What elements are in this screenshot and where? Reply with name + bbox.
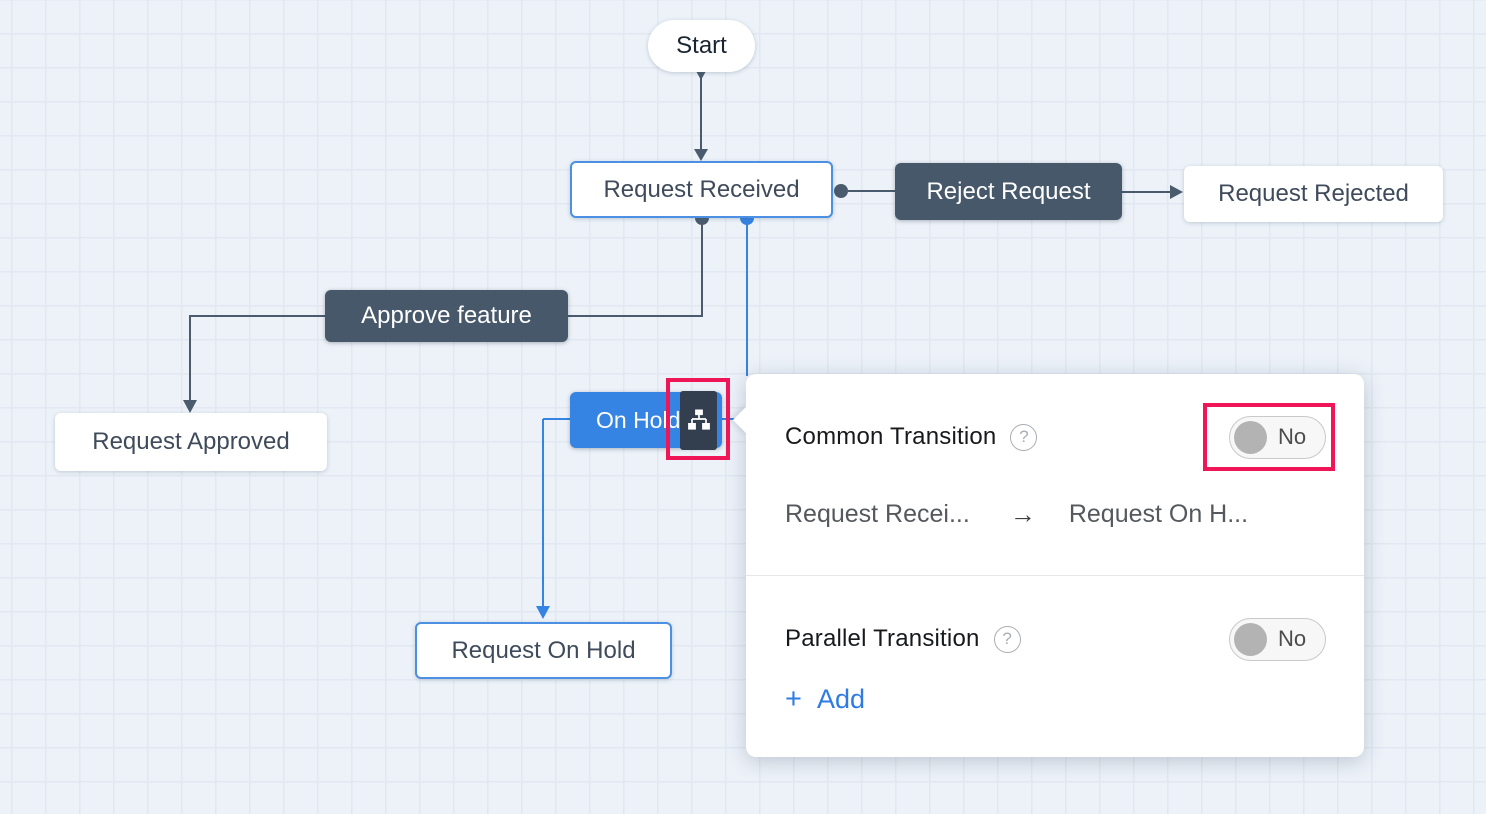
node-request-approved-label: Request Approved [92, 428, 290, 455]
mapping-to-state: Request On H... [1068, 499, 1249, 528]
popup-divider [746, 575, 1364, 576]
transition-reject-request-label: Reject Request [926, 177, 1091, 205]
transition-approve-feature[interactable]: Approve feature [325, 290, 568, 342]
toggle-knob [1234, 420, 1267, 454]
right-arrow-glyph: → [1009, 498, 1036, 529]
common-transition-label: Common Transition [785, 423, 997, 450]
toggle-knob [1234, 622, 1267, 656]
parallel-transition-toggle-value: No [1278, 626, 1307, 651]
parallel-transition-label: Parallel Transition [785, 625, 980, 652]
sitemap-icon [687, 409, 711, 432]
parallel-transition-row: Parallel Transition ? No [785, 609, 1326, 669]
parallel-transition-help-icon[interactable]: ? [993, 625, 1021, 653]
transition-approve-feature-label: Approve feature [361, 302, 532, 329]
node-request-received[interactable]: Request Received [570, 161, 833, 218]
parallel-transition-toggle[interactable]: No [1229, 617, 1326, 661]
node-request-approved[interactable]: Request Approved [55, 413, 327, 471]
connector-reject-path[interactable] [834, 184, 1183, 199]
add-button-label: Add [816, 683, 865, 714]
add-row: + Add [785, 679, 1326, 719]
port-request-received-right[interactable] [834, 184, 848, 198]
common-transition-row: Common Transition ? No [785, 407, 1326, 467]
connector-on-hold-path[interactable] [536, 211, 754, 619]
mapping-from-state: Request Recei... [785, 499, 970, 528]
common-transition-indicator[interactable] [680, 391, 717, 450]
connector-start-to-request-received[interactable] [692, 64, 710, 161]
plus-icon: + [785, 682, 802, 715]
common-transition-help-icon[interactable]: ? [1010, 423, 1038, 451]
transition-reject-request[interactable]: Reject Request [895, 163, 1122, 220]
node-request-on-hold[interactable]: Request On Hold [415, 622, 672, 679]
highlight-common-transition-indicator [666, 378, 730, 460]
node-request-on-hold-label: Request On Hold [451, 636, 636, 664]
common-transition-toggle-value: No [1278, 424, 1307, 449]
node-start-label: Start [676, 32, 727, 59]
node-request-received-label: Request Received [603, 175, 800, 203]
node-request-rejected[interactable]: Request Rejected [1184, 166, 1443, 222]
node-request-rejected-label: Request Rejected [1218, 180, 1409, 207]
transition-mapping-row: Request Recei... → Request On H... [785, 489, 1326, 539]
common-transition-toggle[interactable]: No [1229, 415, 1326, 459]
node-start[interactable]: Start [648, 20, 755, 72]
add-button[interactable]: + Add [785, 684, 865, 715]
highlight-common-transition-toggle [1203, 403, 1335, 471]
transition-settings-popup: Common Transition ? No Request Recei... … [732, 374, 1364, 757]
